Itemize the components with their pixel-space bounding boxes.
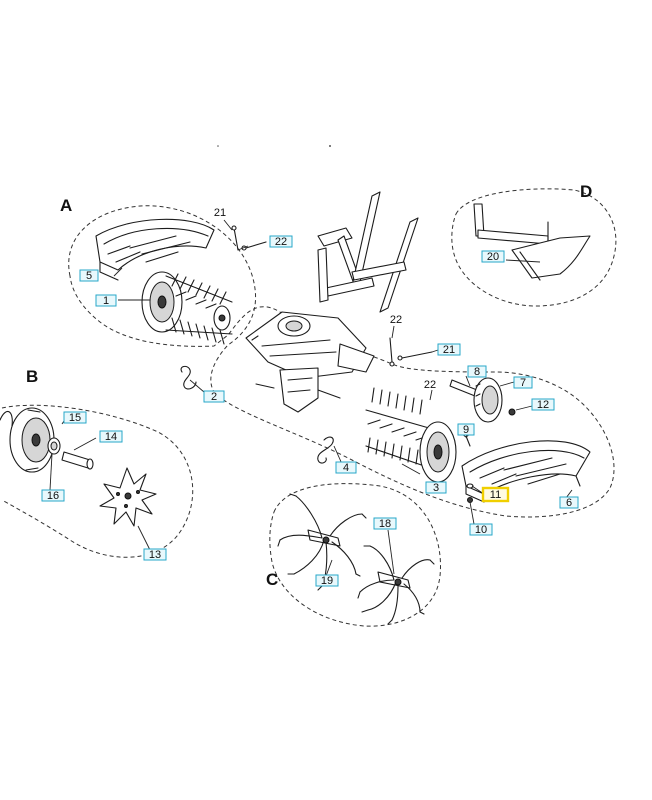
speck [217, 145, 219, 147]
pin-and-clip-center [389, 337, 433, 367]
tiller-tine-part-18 [357, 545, 435, 625]
callout-11: 11 [481, 486, 510, 503]
callout-16: 16 [41, 489, 65, 502]
svg-text:16: 16 [47, 490, 59, 502]
callout-19: 19 [315, 574, 339, 587]
group-letter-d: D [580, 182, 592, 201]
svg-text:20: 20 [487, 251, 499, 263]
callout-6: 6 [559, 496, 579, 509]
svg-text:3: 3 [433, 482, 439, 494]
svg-text:1: 1 [103, 295, 109, 307]
group-letter-a: A [60, 196, 72, 215]
callout-22-center: 22 [390, 314, 402, 326]
callout-8: 8 [467, 365, 487, 378]
callout-21-top: 21 [214, 207, 226, 219]
callout-5: 5 [79, 269, 99, 282]
svg-text:12: 12 [537, 399, 549, 411]
small-washers [466, 483, 474, 503]
callout-21-center: 21 [437, 343, 461, 356]
svg-text:9: 9 [463, 424, 469, 436]
group-letter-b: B [26, 367, 38, 386]
svg-text:10: 10 [475, 524, 487, 536]
callout-22-right: 22 [424, 379, 436, 391]
rear-shield-part [95, 218, 215, 281]
callout-4: 4 [335, 461, 357, 474]
group-outline-a [68, 205, 615, 518]
svg-text:19: 19 [321, 575, 333, 587]
callout-14: 14 [99, 430, 123, 443]
svg-text:13: 13 [149, 549, 161, 561]
speck [329, 145, 331, 147]
dethatcher-drum-a [141, 271, 233, 345]
svg-text:22: 22 [390, 314, 402, 326]
handle-part-20 [473, 203, 591, 281]
tiller-tine-part-19 [277, 493, 367, 591]
callout-1: 1 [95, 294, 117, 307]
callout-10: 10 [469, 523, 493, 536]
svg-text:11: 11 [490, 489, 501, 501]
svg-text:15: 15 [69, 412, 81, 424]
group-outline-c [269, 483, 441, 627]
dethatcher-drum-right [365, 387, 457, 483]
spring-part-4 [317, 436, 334, 464]
svg-text:5: 5 [86, 270, 92, 282]
group-letter-c: C [266, 570, 278, 589]
svg-text:8: 8 [474, 366, 480, 378]
callout-15: 15 [63, 411, 87, 424]
axle-wheel-right [449, 377, 516, 447]
svg-text:21: 21 [214, 207, 226, 219]
svg-text:2: 2 [211, 391, 217, 403]
callout-12: 12 [531, 398, 555, 411]
front-shield-part [461, 440, 591, 503]
callout-3: 3 [425, 481, 447, 494]
callout-22-top: 22 [269, 235, 293, 248]
wheel-assembly-b [0, 407, 94, 473]
svg-text:21: 21 [443, 344, 455, 356]
svg-text:4: 4 [343, 462, 349, 474]
svg-text:6: 6 [566, 497, 572, 509]
callout-2: 2 [203, 390, 225, 403]
callout-9: 9 [457, 423, 475, 436]
svg-text:22: 22 [275, 236, 287, 248]
star-tine-part-13 [99, 467, 157, 527]
pin-and-clip-top [231, 225, 267, 251]
callout-18: 18 [373, 517, 397, 530]
svg-text:22: 22 [424, 379, 436, 391]
spring-part-2 [180, 365, 197, 390]
group-outline-d [451, 188, 617, 307]
group-outline-b [1, 404, 194, 558]
svg-text:7: 7 [520, 377, 526, 389]
svg-text:18: 18 [379, 518, 391, 530]
callout-20: 20 [481, 250, 505, 263]
leader-lines [49, 219, 573, 577]
callout-13: 13 [143, 548, 167, 561]
svg-text:14: 14 [105, 431, 117, 443]
callout-7: 7 [513, 376, 533, 389]
tiller-frame [245, 191, 419, 413]
